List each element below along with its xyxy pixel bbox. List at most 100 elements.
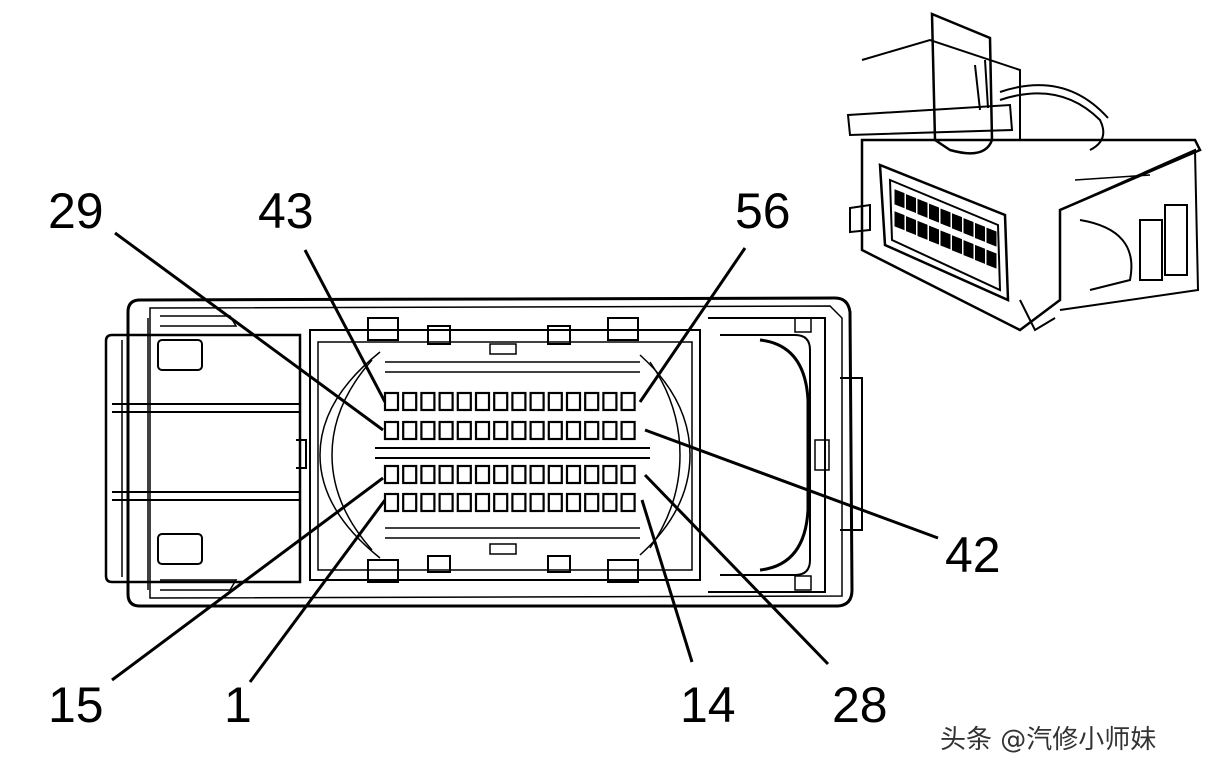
iso-slot — [894, 211, 905, 231]
pin-cavity-36 — [511, 420, 527, 441]
pin-cavity-33 — [456, 420, 472, 441]
pin-cavity-9 — [529, 492, 545, 513]
pin-cavity-43 — [383, 391, 400, 412]
pin-cavity-2 — [402, 492, 418, 513]
pin-cavity-39 — [565, 420, 582, 441]
pin-cavity-5 — [456, 492, 472, 513]
pin-cavity-20 — [474, 464, 491, 485]
pin-cavity-48 — [474, 391, 491, 412]
pin-cavity-50 — [511, 391, 527, 412]
label-pin-14: 14 — [680, 677, 736, 733]
pin-cavity-12 — [584, 492, 600, 513]
leader-lines — [111, 231, 939, 683]
iso-slot — [963, 218, 974, 238]
iso-slot — [952, 235, 962, 255]
pin-cavity-38 — [547, 420, 563, 441]
iso-slot — [986, 227, 997, 247]
iso-slot — [906, 194, 916, 214]
connector-isometric-view — [846, 12, 1202, 332]
pin-cavity-11 — [565, 492, 582, 513]
iso-slot — [917, 198, 928, 218]
label-pin-1: 1 — [224, 677, 252, 733]
pin-cavity-22 — [511, 464, 527, 485]
pin-cavity-42 — [620, 420, 636, 441]
leader-42 — [644, 428, 939, 540]
pin-labels: 29 43 56 42 15 1 14 28 — [48, 183, 1001, 733]
pin-cavity-55 — [602, 391, 618, 412]
iso-slot — [929, 225, 939, 245]
pin-cavity-10 — [547, 492, 563, 513]
pin-cavity-41 — [602, 420, 618, 441]
pin-cavity-52 — [547, 391, 563, 412]
pin-cavity-3 — [420, 492, 436, 513]
iso-slot — [975, 222, 985, 242]
pin-cavity-29 — [383, 420, 400, 441]
pin-cavity-1 — [383, 492, 400, 513]
pin-cavity-28 — [620, 464, 636, 485]
pin-cavity-40 — [584, 420, 600, 441]
pin-cavity-25 — [565, 464, 582, 485]
connector-face-view — [104, 296, 863, 608]
iso-slot — [906, 216, 916, 236]
iso-slot — [940, 230, 951, 250]
pin-cavity-46 — [438, 391, 454, 412]
pin-cavity-30 — [402, 420, 418, 441]
iso-slot — [986, 249, 997, 269]
pin-cavity-53 — [565, 391, 582, 412]
iso-slot — [894, 189, 905, 209]
iso-slot — [917, 220, 928, 240]
pin-cavity-18 — [438, 464, 454, 485]
pin-cavity-56 — [620, 391, 636, 412]
pin-cavity-34 — [474, 420, 491, 441]
pin-cavity-4 — [438, 492, 454, 513]
label-pin-15: 15 — [48, 677, 104, 733]
iso-slot — [963, 240, 974, 260]
pin-cavity-21 — [493, 464, 509, 485]
pin-cavity-13 — [602, 492, 618, 513]
iso-slot — [940, 208, 951, 228]
isometric-pin-slots — [894, 189, 997, 269]
pin-cavity-35 — [493, 420, 509, 441]
leader-56 — [638, 247, 747, 403]
pin-cavity-51 — [529, 391, 545, 412]
iso-slot — [952, 213, 962, 233]
pin-cavity-26 — [584, 464, 600, 485]
pin-cavity-44 — [402, 391, 418, 412]
leader-29 — [114, 231, 384, 432]
pin-cavity-54 — [584, 391, 600, 412]
pin-cavity-17 — [420, 464, 436, 485]
label-pin-29: 29 — [48, 183, 104, 239]
right-lock — [708, 317, 863, 593]
pin-cavity-15 — [383, 464, 400, 485]
left-latch — [104, 315, 307, 591]
pin-cavity-47 — [456, 391, 472, 412]
pin-cavity-19 — [456, 464, 472, 485]
pin-cavity-27 — [602, 464, 618, 485]
label-pin-56: 56 — [735, 183, 791, 239]
label-pin-28: 28 — [832, 677, 888, 733]
pin-cavity-24 — [547, 464, 563, 485]
pin-cavity-6 — [474, 492, 491, 513]
leader-28 — [643, 473, 830, 666]
pin-cavity-31 — [420, 420, 436, 441]
leader-15 — [111, 476, 384, 682]
leader-43 — [303, 249, 387, 403]
pin-cavity-37 — [529, 420, 545, 441]
leader-1 — [248, 499, 387, 683]
pin-cavity-49 — [493, 391, 509, 412]
pin-cavity-32 — [438, 420, 454, 441]
watermark-text: 头条 @汽修小师妹 — [940, 725, 1156, 755]
leader-14 — [640, 499, 694, 663]
pin-cavity-7 — [493, 492, 509, 513]
pin-cavity-8 — [511, 492, 527, 513]
pin-cavity-45 — [420, 391, 436, 412]
iso-slot — [929, 203, 939, 223]
iso-slot — [975, 244, 985, 264]
label-pin-43: 43 — [258, 183, 314, 239]
label-pin-42: 42 — [945, 527, 1001, 583]
pin-cavity-14 — [620, 492, 636, 513]
pin-cavity-23 — [529, 464, 545, 485]
pin-cavity-16 — [402, 464, 418, 485]
pin-grid — [383, 391, 636, 513]
